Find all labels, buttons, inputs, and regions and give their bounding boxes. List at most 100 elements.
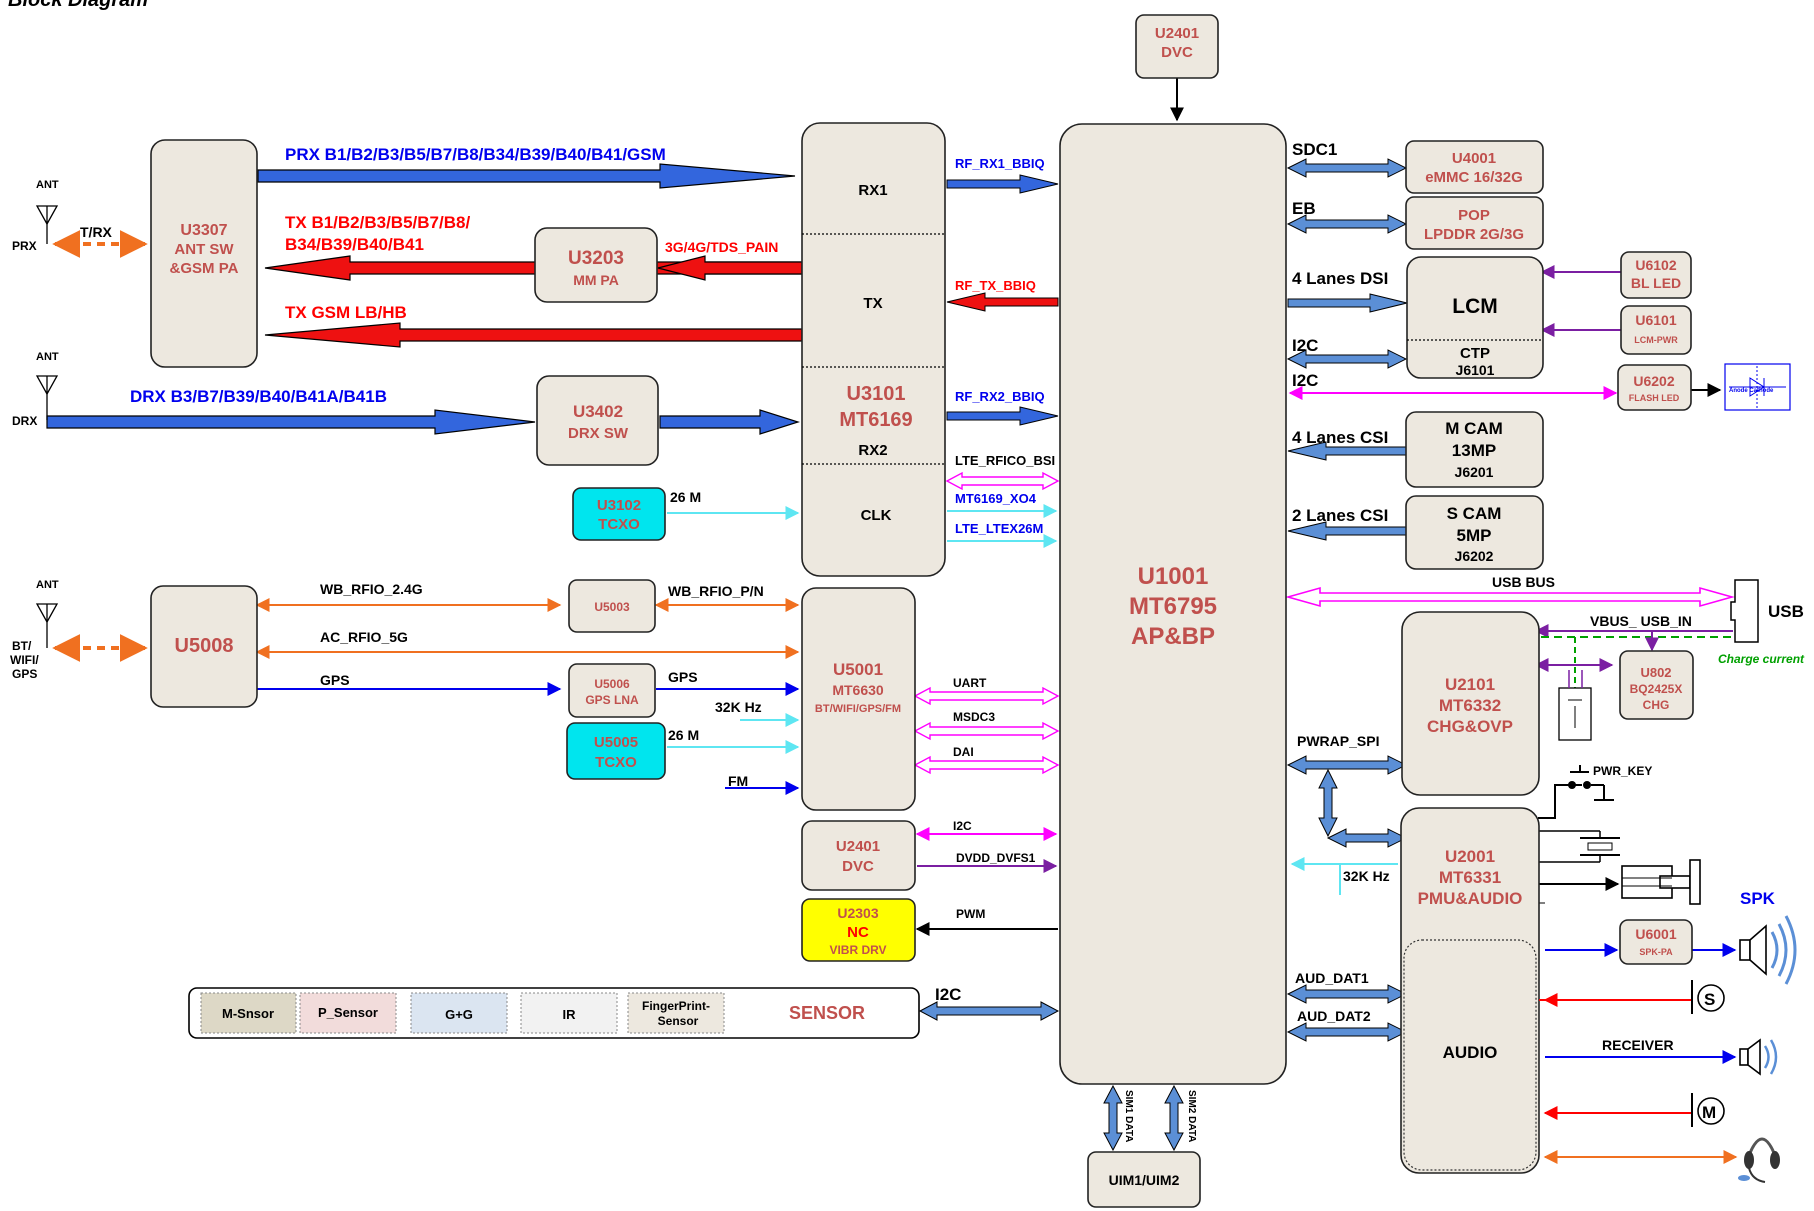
u5008-box: U5008 bbox=[150, 585, 258, 708]
u2001-title: U2001 bbox=[1445, 847, 1495, 866]
u2401-top-title: U2401 bbox=[1155, 25, 1199, 42]
csi4-arrow bbox=[1287, 441, 1407, 461]
usb-bus-arrow bbox=[1285, 586, 1735, 608]
vibrator-icon bbox=[1621, 859, 1701, 905]
u2401-top-sub: DVC bbox=[1161, 44, 1193, 61]
tx-gsm-label: TX GSM LB/HB bbox=[285, 303, 407, 322]
u1001-role: AP&BP bbox=[1131, 623, 1215, 650]
usb-label: USB bbox=[1768, 602, 1804, 621]
rf-rx1-arrow bbox=[946, 174, 1059, 194]
aud2-label: AUD_DAT2 bbox=[1297, 1008, 1371, 1024]
sensor-fp-2: Sensor bbox=[658, 1014, 699, 1028]
u802-box: U802 BQ2425X CHG bbox=[1619, 650, 1694, 720]
sensor-fp-1: FingerPrint- bbox=[642, 999, 710, 1013]
charge-label: Charge current bbox=[1718, 652, 1805, 666]
pwr-key-label: PWR_KEY bbox=[1593, 764, 1652, 778]
receiver-label: RECEIVER bbox=[1602, 1037, 1674, 1053]
pop-sub: LPDDR 2G/3G bbox=[1424, 226, 1524, 243]
aud1-label: AUD_DAT1 bbox=[1295, 970, 1369, 986]
headset-icon bbox=[1738, 1137, 1780, 1183]
k32a-label: 32K Hz bbox=[715, 699, 762, 715]
u3402-sub: DRX SW bbox=[568, 425, 629, 442]
u802-part: BQ2425X bbox=[1630, 682, 1683, 696]
u3102-title: U3102 bbox=[597, 497, 641, 514]
aud1-arrow bbox=[1286, 984, 1408, 1004]
lcm-conn: J6101 bbox=[1456, 362, 1495, 378]
mcam-conn: J6201 bbox=[1455, 464, 1494, 480]
i2c-sensor-arrow bbox=[918, 1001, 1060, 1021]
rf-rx1-label: RF_RX1_BBIQ bbox=[955, 156, 1045, 171]
fm-label: FM bbox=[728, 773, 748, 789]
i2c2-label: I2C bbox=[1292, 371, 1318, 390]
speaker-icon bbox=[1739, 915, 1797, 985]
mic-m-icon bbox=[1697, 1097, 1725, 1125]
u3203-tds-arrow bbox=[657, 255, 803, 281]
lte-bsi-arrow bbox=[945, 471, 1060, 491]
lcm-box: LCM CTP J6101 bbox=[1406, 256, 1544, 379]
u4001-box: U4001 eMMC 16/32G bbox=[1405, 140, 1544, 194]
i2c-ctp-arrow bbox=[1286, 349, 1408, 369]
u2303-nc: NC bbox=[847, 924, 869, 941]
mic-s-icon bbox=[1697, 984, 1725, 1012]
u2303-sub: VIBR DRV bbox=[829, 943, 886, 957]
scam-res: 5MP bbox=[1457, 526, 1492, 545]
csi2-arrow bbox=[1287, 521, 1407, 541]
u6202-box: U6202 FLASH LED bbox=[1617, 364, 1692, 411]
i2c-sensor-label: I2C bbox=[935, 985, 961, 1004]
k32b-label: 32K Hz bbox=[1343, 868, 1390, 884]
uim-title: UIM1/UIM2 bbox=[1109, 1172, 1180, 1188]
u3307-box: U3307 ANT SW &GSM PA bbox=[150, 139, 258, 368]
trx-label: T/RX bbox=[80, 224, 113, 240]
msdc3-label: MSDC3 bbox=[953, 710, 995, 724]
crystal-icon bbox=[1538, 830, 1620, 863]
i2c-dvc-label: I2C bbox=[953, 819, 972, 833]
lcm-title: LCM bbox=[1452, 295, 1498, 318]
u6101-box: U6101 LCM-PWR bbox=[1620, 305, 1692, 355]
u3101-tx: TX bbox=[863, 295, 882, 312]
scam-conn: J6202 bbox=[1455, 548, 1494, 564]
u6001-sub: SPK-PA bbox=[1639, 947, 1673, 957]
wb24-label: WB_RFIO_2.4G bbox=[320, 581, 423, 597]
receiver-icon bbox=[1739, 1038, 1778, 1076]
u5005-sub: TCXO bbox=[595, 754, 637, 771]
sensor-ir: IR bbox=[563, 1007, 577, 1022]
u3402-box: U3402 DRX SW bbox=[536, 375, 659, 466]
drx-signal-label: DRX B3/B7/B39/B40/B41A/B41B bbox=[130, 387, 387, 406]
uim-box: UIM1/UIM2 bbox=[1087, 1151, 1201, 1208]
u5006-sub: GPS LNA bbox=[585, 693, 639, 707]
u5006-box: U5006 GPS LNA bbox=[568, 663, 656, 718]
pwr-key-icon bbox=[1538, 765, 1614, 819]
pwm-label: PWM bbox=[956, 907, 985, 921]
usb-connector-icon bbox=[1730, 579, 1759, 643]
usb-bus-label: USB BUS bbox=[1492, 574, 1555, 590]
prx-signal-label: PRX B1/B2/B3/B5/B7/B8/B34/B39/B40/B41/GS… bbox=[285, 145, 666, 164]
u1001-box: U1001 MT6795 AP&BP bbox=[1059, 123, 1287, 1085]
gps1-label: GPS bbox=[320, 672, 350, 688]
prx-arrow bbox=[257, 163, 796, 189]
lcm-ctp: CTP bbox=[1460, 345, 1490, 362]
u3203-title: U3203 bbox=[568, 248, 624, 269]
scam-title: S CAM bbox=[1447, 504, 1502, 523]
scam-box: S CAM 5MP J6202 bbox=[1405, 495, 1544, 570]
u2401-mid-sub: DVC bbox=[842, 858, 874, 875]
u802-role: CHG bbox=[1643, 698, 1670, 712]
rf-tx-label: RF_TX_BBIQ bbox=[955, 278, 1036, 293]
u1001-title: U1001 bbox=[1138, 563, 1209, 590]
rf-rx2-arrow bbox=[946, 406, 1059, 426]
pwrap-arrow bbox=[1286, 755, 1408, 775]
mcam-res: 13MP bbox=[1452, 441, 1496, 460]
u5001-title: U5001 bbox=[833, 660, 883, 679]
u2101-role: CHG&OVP bbox=[1427, 717, 1513, 736]
u4001-title: U4001 bbox=[1452, 150, 1496, 167]
audio-title: AUDIO bbox=[1443, 1043, 1498, 1062]
ant-bt-label: ANT bbox=[36, 579, 59, 591]
dsi-label: 4 Lanes DSI bbox=[1292, 269, 1388, 288]
u3203-sub: MM PA bbox=[573, 272, 619, 288]
pop-box: POP LPDDR 2G/3G bbox=[1405, 196, 1544, 250]
vbus-label: VBUS_ USB_IN bbox=[1590, 613, 1692, 629]
eb-label: EB bbox=[1292, 199, 1316, 218]
ac5g-label: AC_RFIO_5G bbox=[320, 629, 408, 645]
dai-label: DAI bbox=[953, 745, 974, 759]
bt-label-2: WIFI/ bbox=[10, 653, 39, 667]
uart-label: UART bbox=[953, 676, 987, 690]
